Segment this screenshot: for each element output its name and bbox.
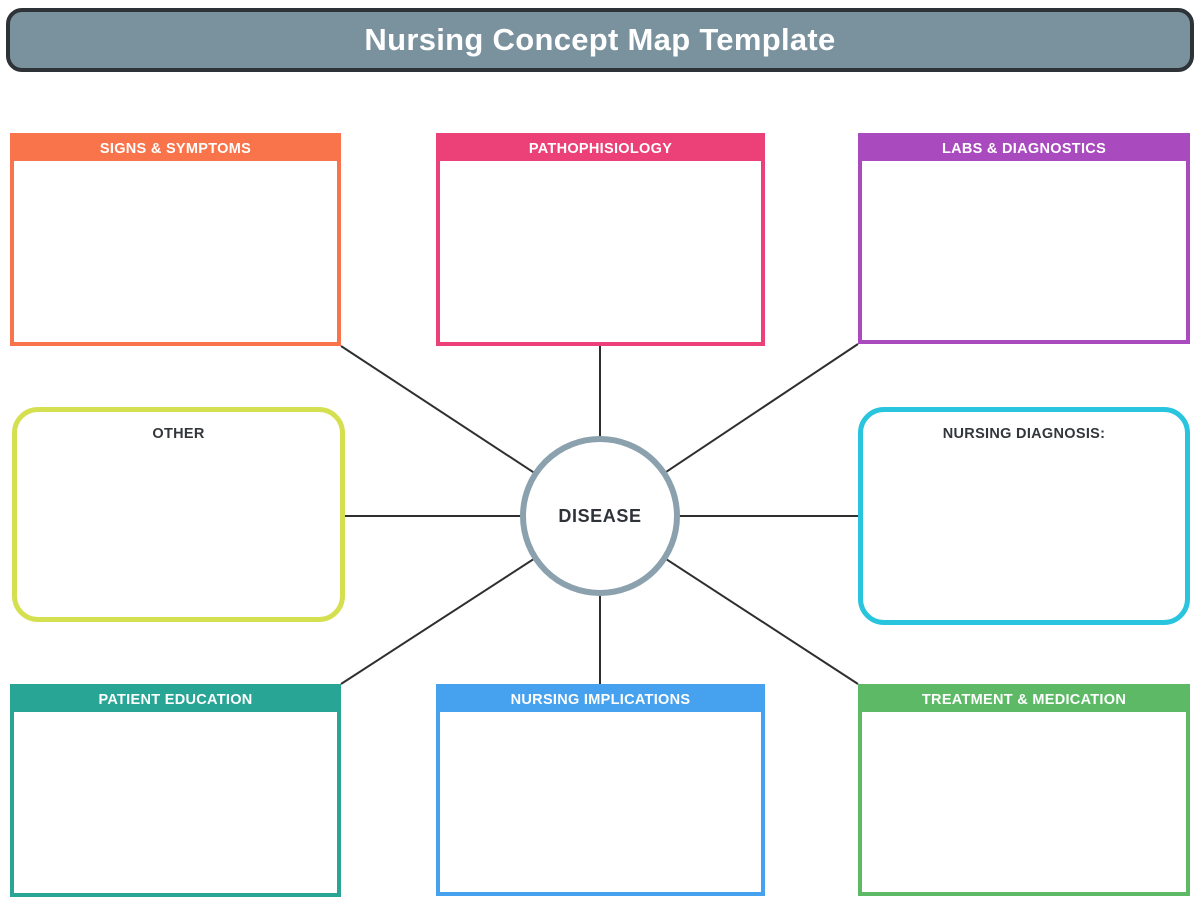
box-treatment-medication[interactable]: TREATMENT & MEDICATION (858, 684, 1190, 896)
center-disease-label: DISEASE (558, 505, 642, 526)
box-nursing-implications[interactable]: NURSING IMPLICATIONS (436, 684, 765, 896)
box-labs-diagnostics-title: LABS & DIAGNOSTICS (941, 141, 1107, 157)
box-signs-symptoms-body[interactable] (14, 161, 337, 342)
box-other[interactable]: OTHER (12, 407, 345, 622)
box-labs-diagnostics[interactable]: LABS & DIAGNOSTICS (858, 133, 1190, 344)
page-title: Nursing Concept Map Template (364, 22, 836, 57)
box-nursing-implications-title: NURSING IMPLICATIONS (510, 692, 691, 708)
box-patient-education-title: PATIENT EDUCATION (98, 692, 253, 708)
box-patient-education[interactable]: PATIENT EDUCATION (10, 684, 341, 897)
box-signs-symptoms-title: SIGNS & SYMPTOMS (99, 141, 252, 157)
box-nursing-implications-body[interactable] (440, 712, 761, 892)
box-other-title: OTHER (152, 426, 205, 442)
box-pathophisiology-header: PATHOPHISIOLOGY (440, 137, 761, 161)
box-treatment-medication-body[interactable] (862, 712, 1186, 892)
box-nursing-implications-header: NURSING IMPLICATIONS (440, 688, 761, 712)
center-disease-node[interactable]: DISEASE (520, 436, 680, 596)
box-treatment-medication-header: TREATMENT & MEDICATION (862, 688, 1186, 712)
box-signs-symptoms-header: SIGNS & SYMPTOMS (14, 137, 337, 161)
box-pathophisiology-body[interactable] (440, 161, 761, 342)
box-treatment-medication-title: TREATMENT & MEDICATION (921, 692, 1127, 708)
box-signs-symptoms[interactable]: SIGNS & SYMPTOMS (10, 133, 341, 346)
box-labs-diagnostics-header: LABS & DIAGNOSTICS (862, 137, 1186, 161)
box-patient-education-body[interactable] (14, 712, 337, 893)
box-pathophisiology[interactable]: PATHOPHISIOLOGY (436, 133, 765, 346)
box-pathophisiology-title: PATHOPHISIOLOGY (528, 141, 673, 157)
box-patient-education-header: PATIENT EDUCATION (14, 688, 337, 712)
box-labs-diagnostics-body[interactable] (862, 161, 1186, 340)
title-bar: Nursing Concept Map Template (6, 8, 1194, 72)
box-nursing-diagnosis-title: NURSING DIAGNOSIS: (942, 426, 1106, 442)
box-nursing-diagnosis[interactable]: NURSING DIAGNOSIS: (858, 407, 1190, 625)
